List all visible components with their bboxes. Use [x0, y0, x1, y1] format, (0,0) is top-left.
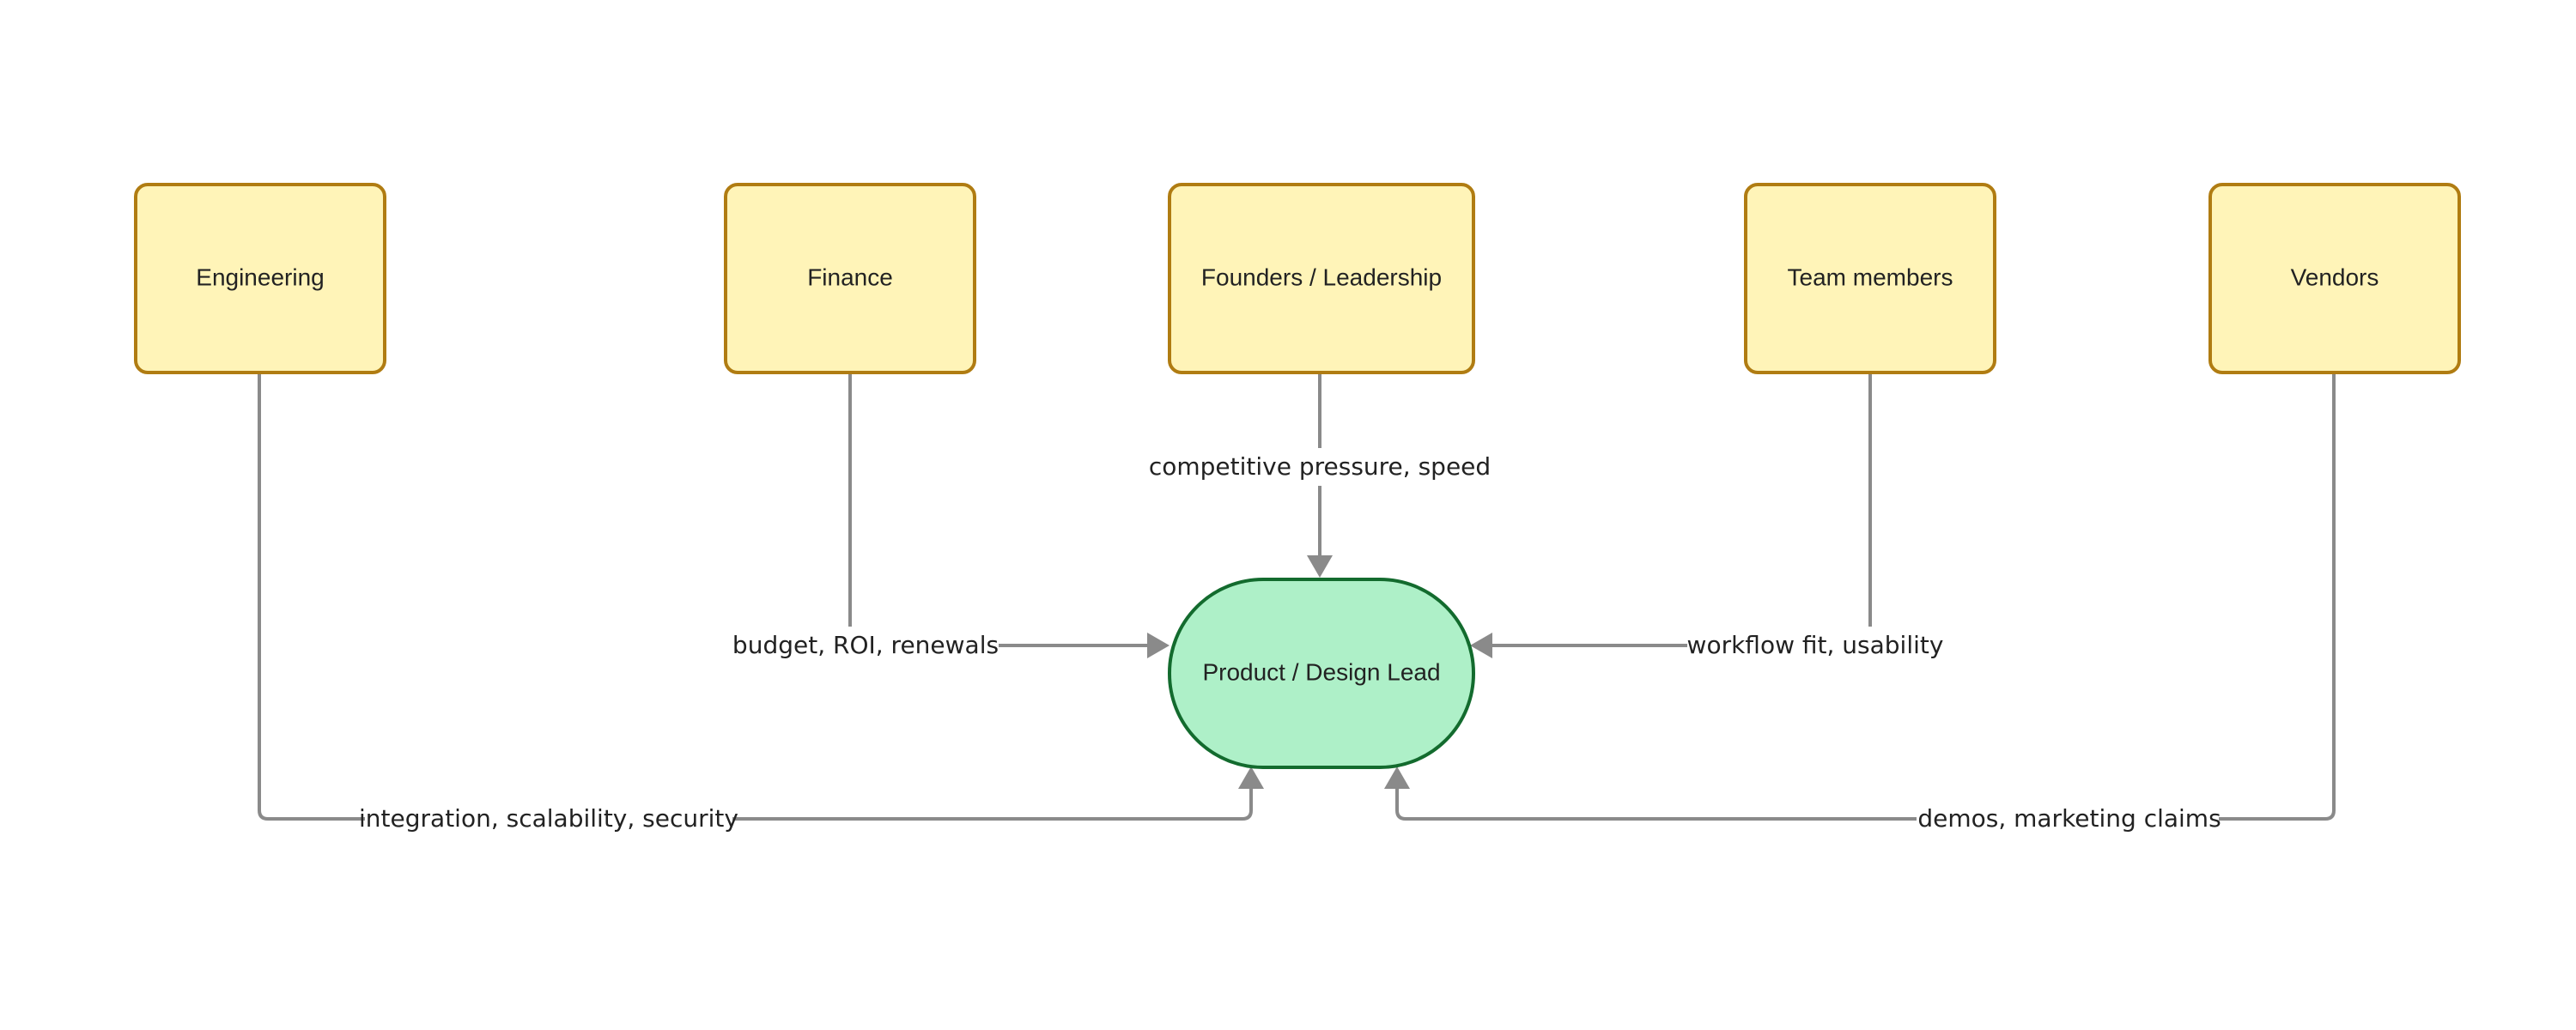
node-product-design-lead: Product / Design Lead: [1168, 578, 1475, 769]
node-team-label: Team members: [1788, 264, 1953, 290]
edge-label-founders: competitive pressure, speed: [1149, 452, 1491, 481]
edge-label-finance: budget, ROI, renewals: [732, 631, 999, 659]
arrowhead-vendors: [1384, 766, 1410, 789]
node-vendors: Vendors: [2208, 183, 2461, 374]
edge-finance: [848, 373, 1162, 647]
node-engineering-label: Engineering: [196, 264, 324, 290]
node-finance: Finance: [724, 183, 976, 374]
edge-label-engineering: integration, scalability, security: [359, 804, 738, 833]
node-finance-label: Finance: [807, 264, 893, 290]
edge-label-team: workflow fit, usability: [1687, 631, 1944, 659]
node-founders-label: Founders / Leadership: [1201, 264, 1442, 290]
arrowhead-finance: [1147, 633, 1170, 658]
node-product-design-lead-label: Product / Design Lead: [1202, 658, 1440, 685]
edge-label-vendors: demos, marketing claims: [1917, 804, 2221, 833]
node-engineering: Engineering: [134, 183, 386, 374]
edge-team: [1478, 373, 1872, 647]
node-vendors-label: Vendors: [2291, 264, 2379, 290]
node-founders: Founders / Leadership: [1168, 183, 1475, 374]
arrowhead-engineering: [1238, 766, 1264, 789]
arrowhead-team: [1470, 633, 1492, 658]
edge-vendors: [1395, 373, 2336, 821]
node-team: Team members: [1744, 183, 1996, 374]
arrowhead-founders: [1307, 555, 1333, 578]
edge-engineering: [258, 373, 1253, 821]
